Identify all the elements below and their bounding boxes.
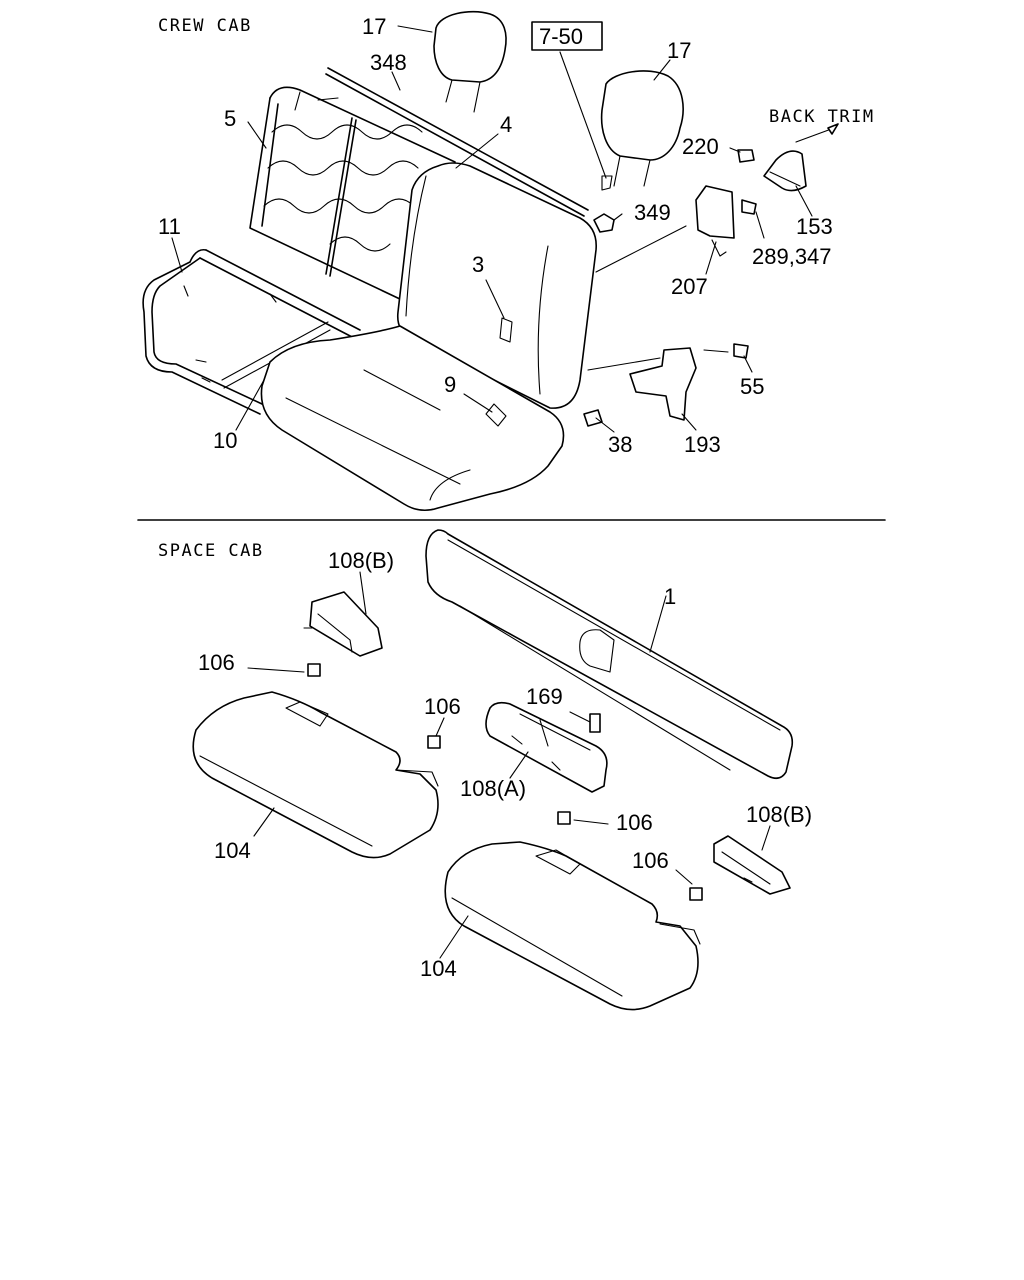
- label-108b-top: 108(B): [328, 548, 394, 573]
- label-3: 3: [472, 252, 484, 277]
- space-leaders: [247, 571, 771, 959]
- label-289-347: 289,347: [752, 244, 832, 269]
- label-104-right: 104: [420, 956, 457, 981]
- label-220: 220: [682, 134, 719, 159]
- label-9: 9: [444, 372, 456, 397]
- seatback-cushion: [396, 162, 597, 409]
- bolt-169: [589, 713, 601, 733]
- label-106-right: 106: [632, 848, 669, 873]
- cushion-104-right: [444, 841, 701, 1011]
- label-5: 5: [224, 106, 236, 131]
- label-348: 348: [370, 50, 407, 75]
- ref-box-label: 7-50: [539, 24, 583, 49]
- label-207: 207: [671, 274, 708, 299]
- label-108b-right: 108(B): [746, 802, 812, 827]
- space-cab-heading: SPACE CAB: [158, 541, 264, 561]
- label-153: 153: [796, 214, 833, 239]
- label-108a: 108(A): [460, 776, 526, 801]
- bracket-153: [763, 123, 839, 192]
- cushion-104-left: [192, 691, 439, 859]
- label-17-right: 17: [667, 38, 691, 63]
- label-4: 4: [500, 112, 512, 137]
- cushion-frame: [142, 248, 361, 415]
- bolt-289: [741, 199, 757, 215]
- bolt-106-right: [689, 887, 703, 901]
- cover-108b-right: [713, 835, 791, 895]
- seat-cushion: [260, 325, 565, 512]
- label-104-left: 104: [214, 838, 251, 863]
- label-1: 1: [664, 584, 676, 609]
- label-193: 193: [684, 432, 721, 457]
- label-169: 169: [526, 684, 563, 709]
- label-349: 349: [634, 200, 671, 225]
- rod-348: [325, 67, 589, 217]
- back-trim-note: BACK TRIM: [769, 107, 875, 127]
- label-106-mid: 106: [424, 694, 461, 719]
- crew-cab-heading: CREW CAB: [158, 16, 252, 36]
- ref-box-7-50: 7-50: [531, 21, 607, 179]
- label-38: 38: [608, 432, 632, 457]
- nut-349: [593, 213, 615, 233]
- seatback-frame: [249, 86, 456, 301]
- label-106-left: 106: [198, 650, 235, 675]
- label-17-left: 17: [362, 14, 386, 39]
- long-cushion-1: [425, 529, 794, 780]
- label-106-lower: 106: [616, 810, 653, 835]
- latch-207: [595, 185, 735, 273]
- bolt-55: [733, 343, 749, 359]
- bracket-108a: [485, 701, 608, 793]
- crew-leaders: [171, 25, 813, 433]
- label-11: 11: [158, 214, 181, 239]
- bolt-38: [583, 409, 603, 427]
- label-55: 55: [740, 374, 764, 399]
- bolt-220: [737, 149, 755, 163]
- headrest-right: [600, 70, 684, 191]
- bolt-106-lower: [557, 811, 571, 825]
- label-10: 10: [213, 428, 237, 453]
- bolt-106-left: [307, 663, 321, 677]
- bolt-106-mid: [427, 735, 441, 749]
- headrest-left: [433, 10, 507, 113]
- hinge-193: [587, 347, 729, 421]
- cover-108b-top: [303, 591, 383, 657]
